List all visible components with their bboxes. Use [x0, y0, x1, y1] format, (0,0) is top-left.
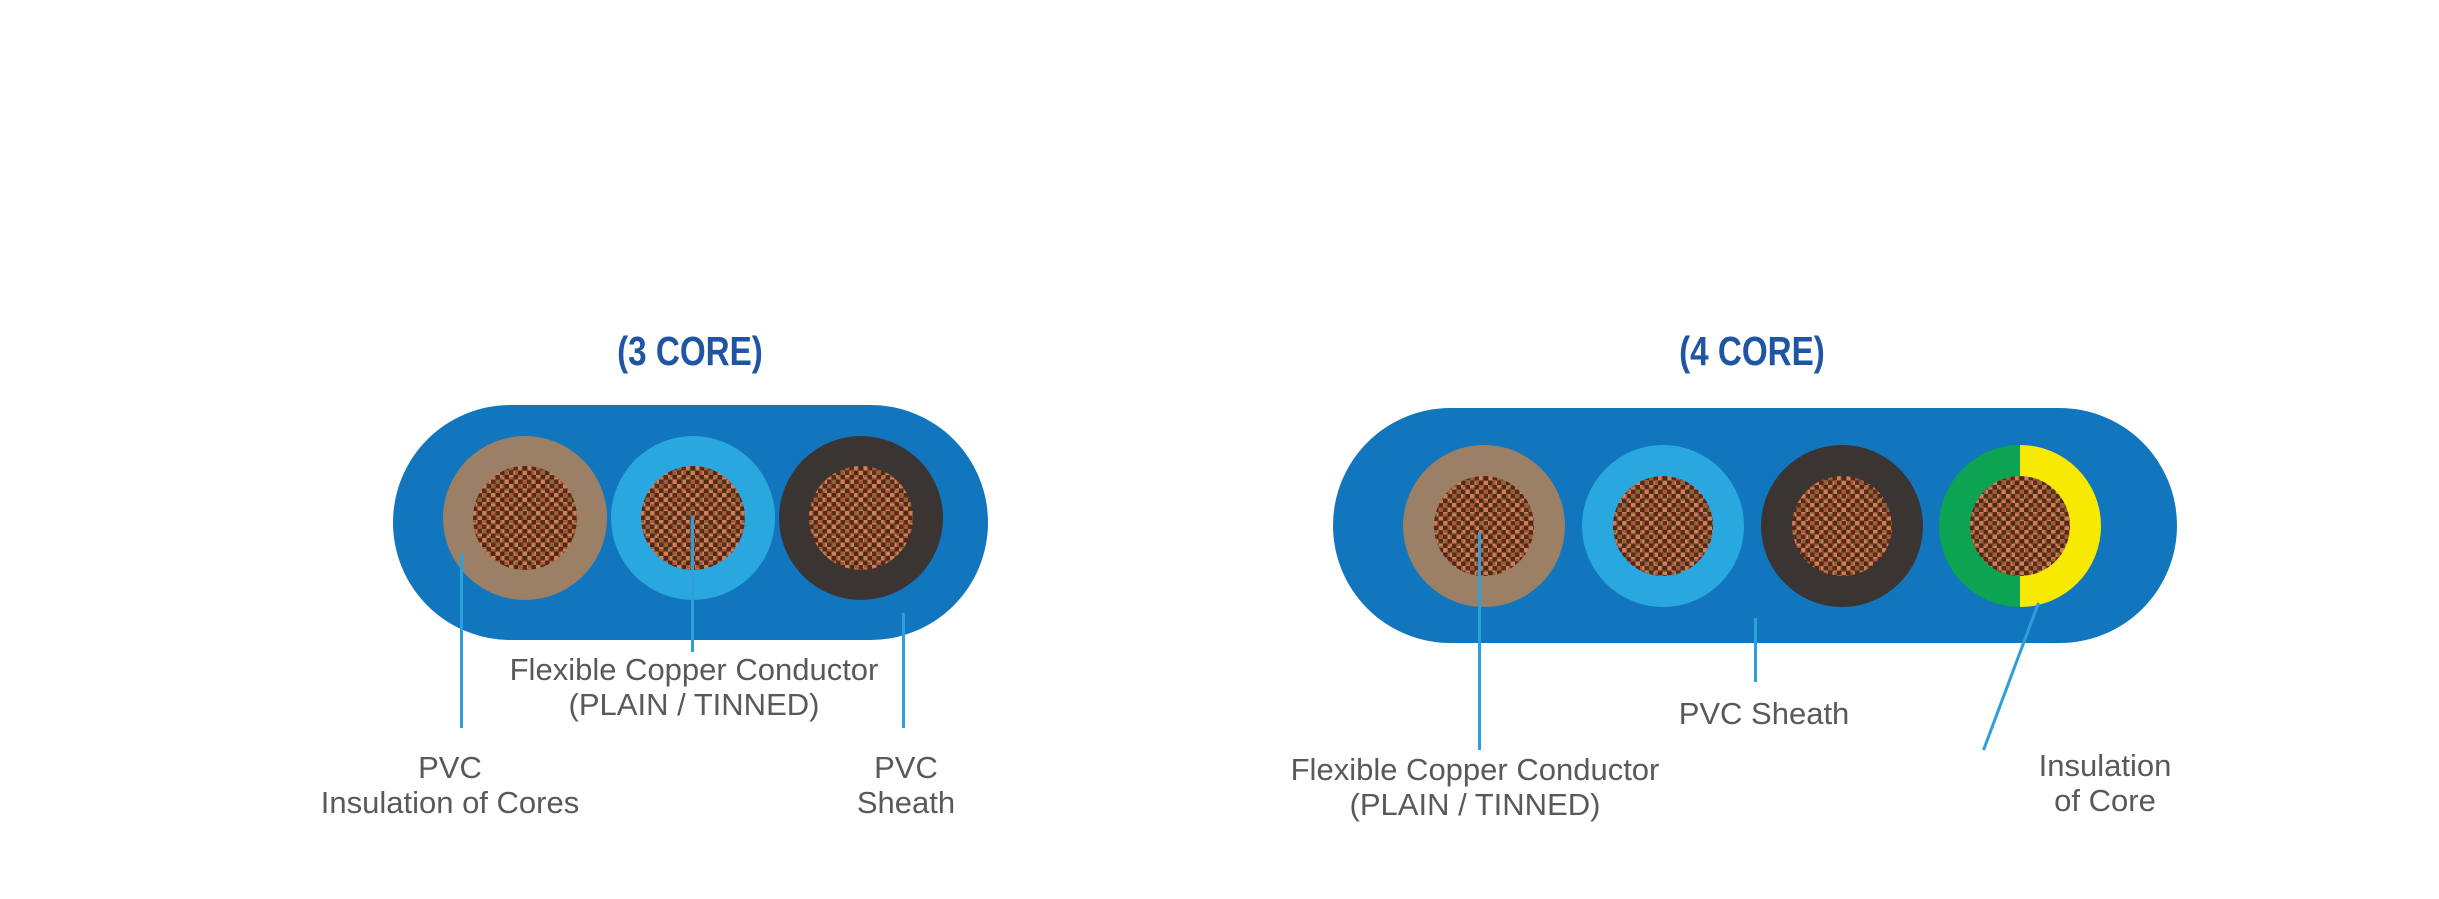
copper-conductor: [473, 466, 577, 570]
sheath-label-line1: PVC: [874, 750, 938, 785]
leader-line-conductor: [691, 516, 694, 652]
core-insulation-label-line1: Insulation: [2038, 748, 2172, 783]
insulation-label-line2: Insulation of Cores: [320, 785, 580, 820]
conductor-label-line1: Flexible Copper Conductor: [1290, 752, 1660, 787]
four-core-conductor-label: Flexible Copper Conductor (PLAIN / TINNE…: [1225, 752, 1725, 822]
four-core-title-text: (4 CORE): [1679, 328, 1825, 374]
four-core-blue-insulation: [1582, 445, 1744, 607]
leader-line-conductor: [1478, 532, 1481, 750]
copper-conductor: [809, 466, 913, 570]
three-core-insulation-label: PVC Insulation of Cores: [200, 750, 700, 820]
three-core-title: (3 CORE): [540, 328, 840, 375]
conductor-label-line2: (PLAIN / TINNED): [568, 687, 820, 722]
copper-conductor: [1970, 476, 2070, 576]
leader-line-sheath: [1754, 618, 1757, 682]
four-core-brown-insulation: [1403, 445, 1565, 607]
copper-conductor: [1434, 476, 1534, 576]
four-core-black-insulation: [1761, 445, 1923, 607]
leader-line-insulation: [460, 553, 463, 728]
sheath-label-line1: PVC Sheath: [1678, 696, 1850, 731]
sheath-label-line2: Sheath: [856, 785, 956, 820]
copper-conductor: [1613, 476, 1713, 576]
three-core-title-text: (3 CORE): [617, 328, 763, 374]
three-core-brown-insulation: [443, 436, 607, 600]
insulation-label-line1: PVC: [418, 750, 482, 785]
three-core-black-insulation: [779, 436, 943, 600]
copper-conductor: [1792, 476, 1892, 576]
conductor-label-line2: (PLAIN / TINNED): [1349, 787, 1601, 822]
four-core-title: (4 CORE): [1602, 328, 1902, 375]
core-insulation-label-line2: of Core: [2054, 783, 2156, 818]
four-core-earth-insulation: [1939, 445, 2101, 607]
four-core-sheath-label: PVC Sheath: [1514, 696, 2014, 731]
three-core-sheath-label: PVC Sheath: [656, 750, 1156, 820]
conductor-label-line1: Flexible Copper Conductor: [509, 652, 879, 687]
three-core-conductor-label: Flexible Copper Conductor (PLAIN / TINNE…: [444, 652, 944, 722]
leader-line-sheath: [902, 613, 905, 728]
four-core-insulation-label: Insulation of Core: [1855, 748, 2355, 818]
